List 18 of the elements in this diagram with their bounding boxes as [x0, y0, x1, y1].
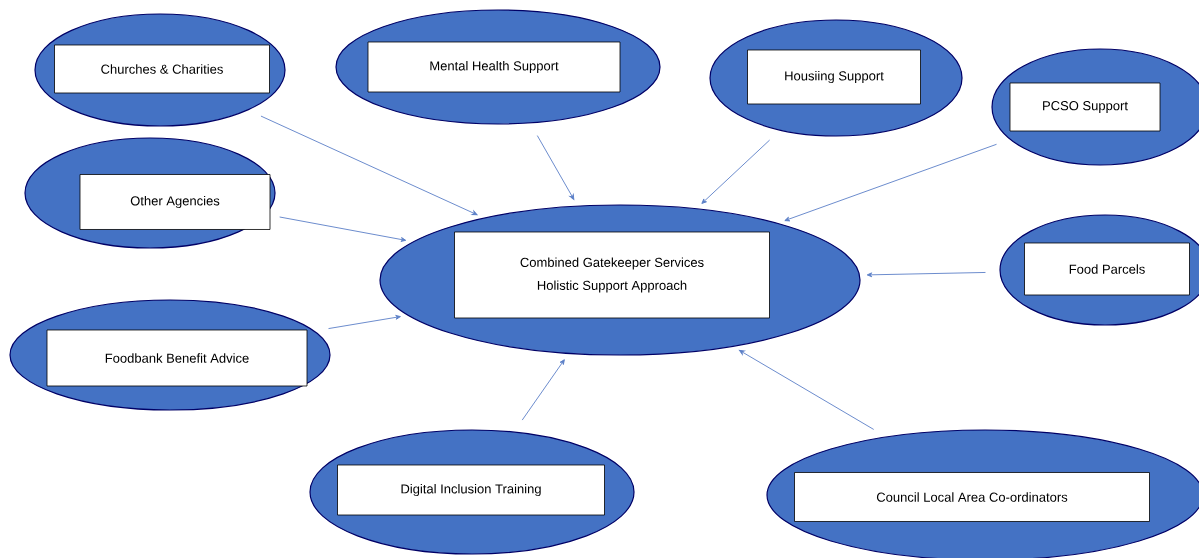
text-box: Food Parcels [1024, 242, 1190, 296]
text-box: Churches & Charities [54, 44, 270, 94]
arrow [328, 314, 401, 330]
arrow [701, 139, 771, 204]
arrow [866, 272, 986, 278]
arrow [260, 115, 478, 216]
arrow [738, 349, 875, 430]
arrow [784, 143, 997, 222]
text-box: PCSO Support [1009, 82, 1161, 132]
text-box: Digital Inclusion Training [337, 464, 605, 516]
text-box: Housiing Support [747, 49, 921, 105]
arrow [536, 135, 575, 200]
text-box: Other Agencies [79, 174, 271, 230]
text-box: Combined Gatekeeper Services Holistic Support Approach [454, 231, 770, 319]
text-box: Council Local Area Co-ordinators [794, 472, 1150, 522]
text-box: Mental Health Support [367, 41, 621, 93]
arrow [521, 359, 565, 421]
text-box: Foodbank Benefit Advice [46, 329, 308, 387]
